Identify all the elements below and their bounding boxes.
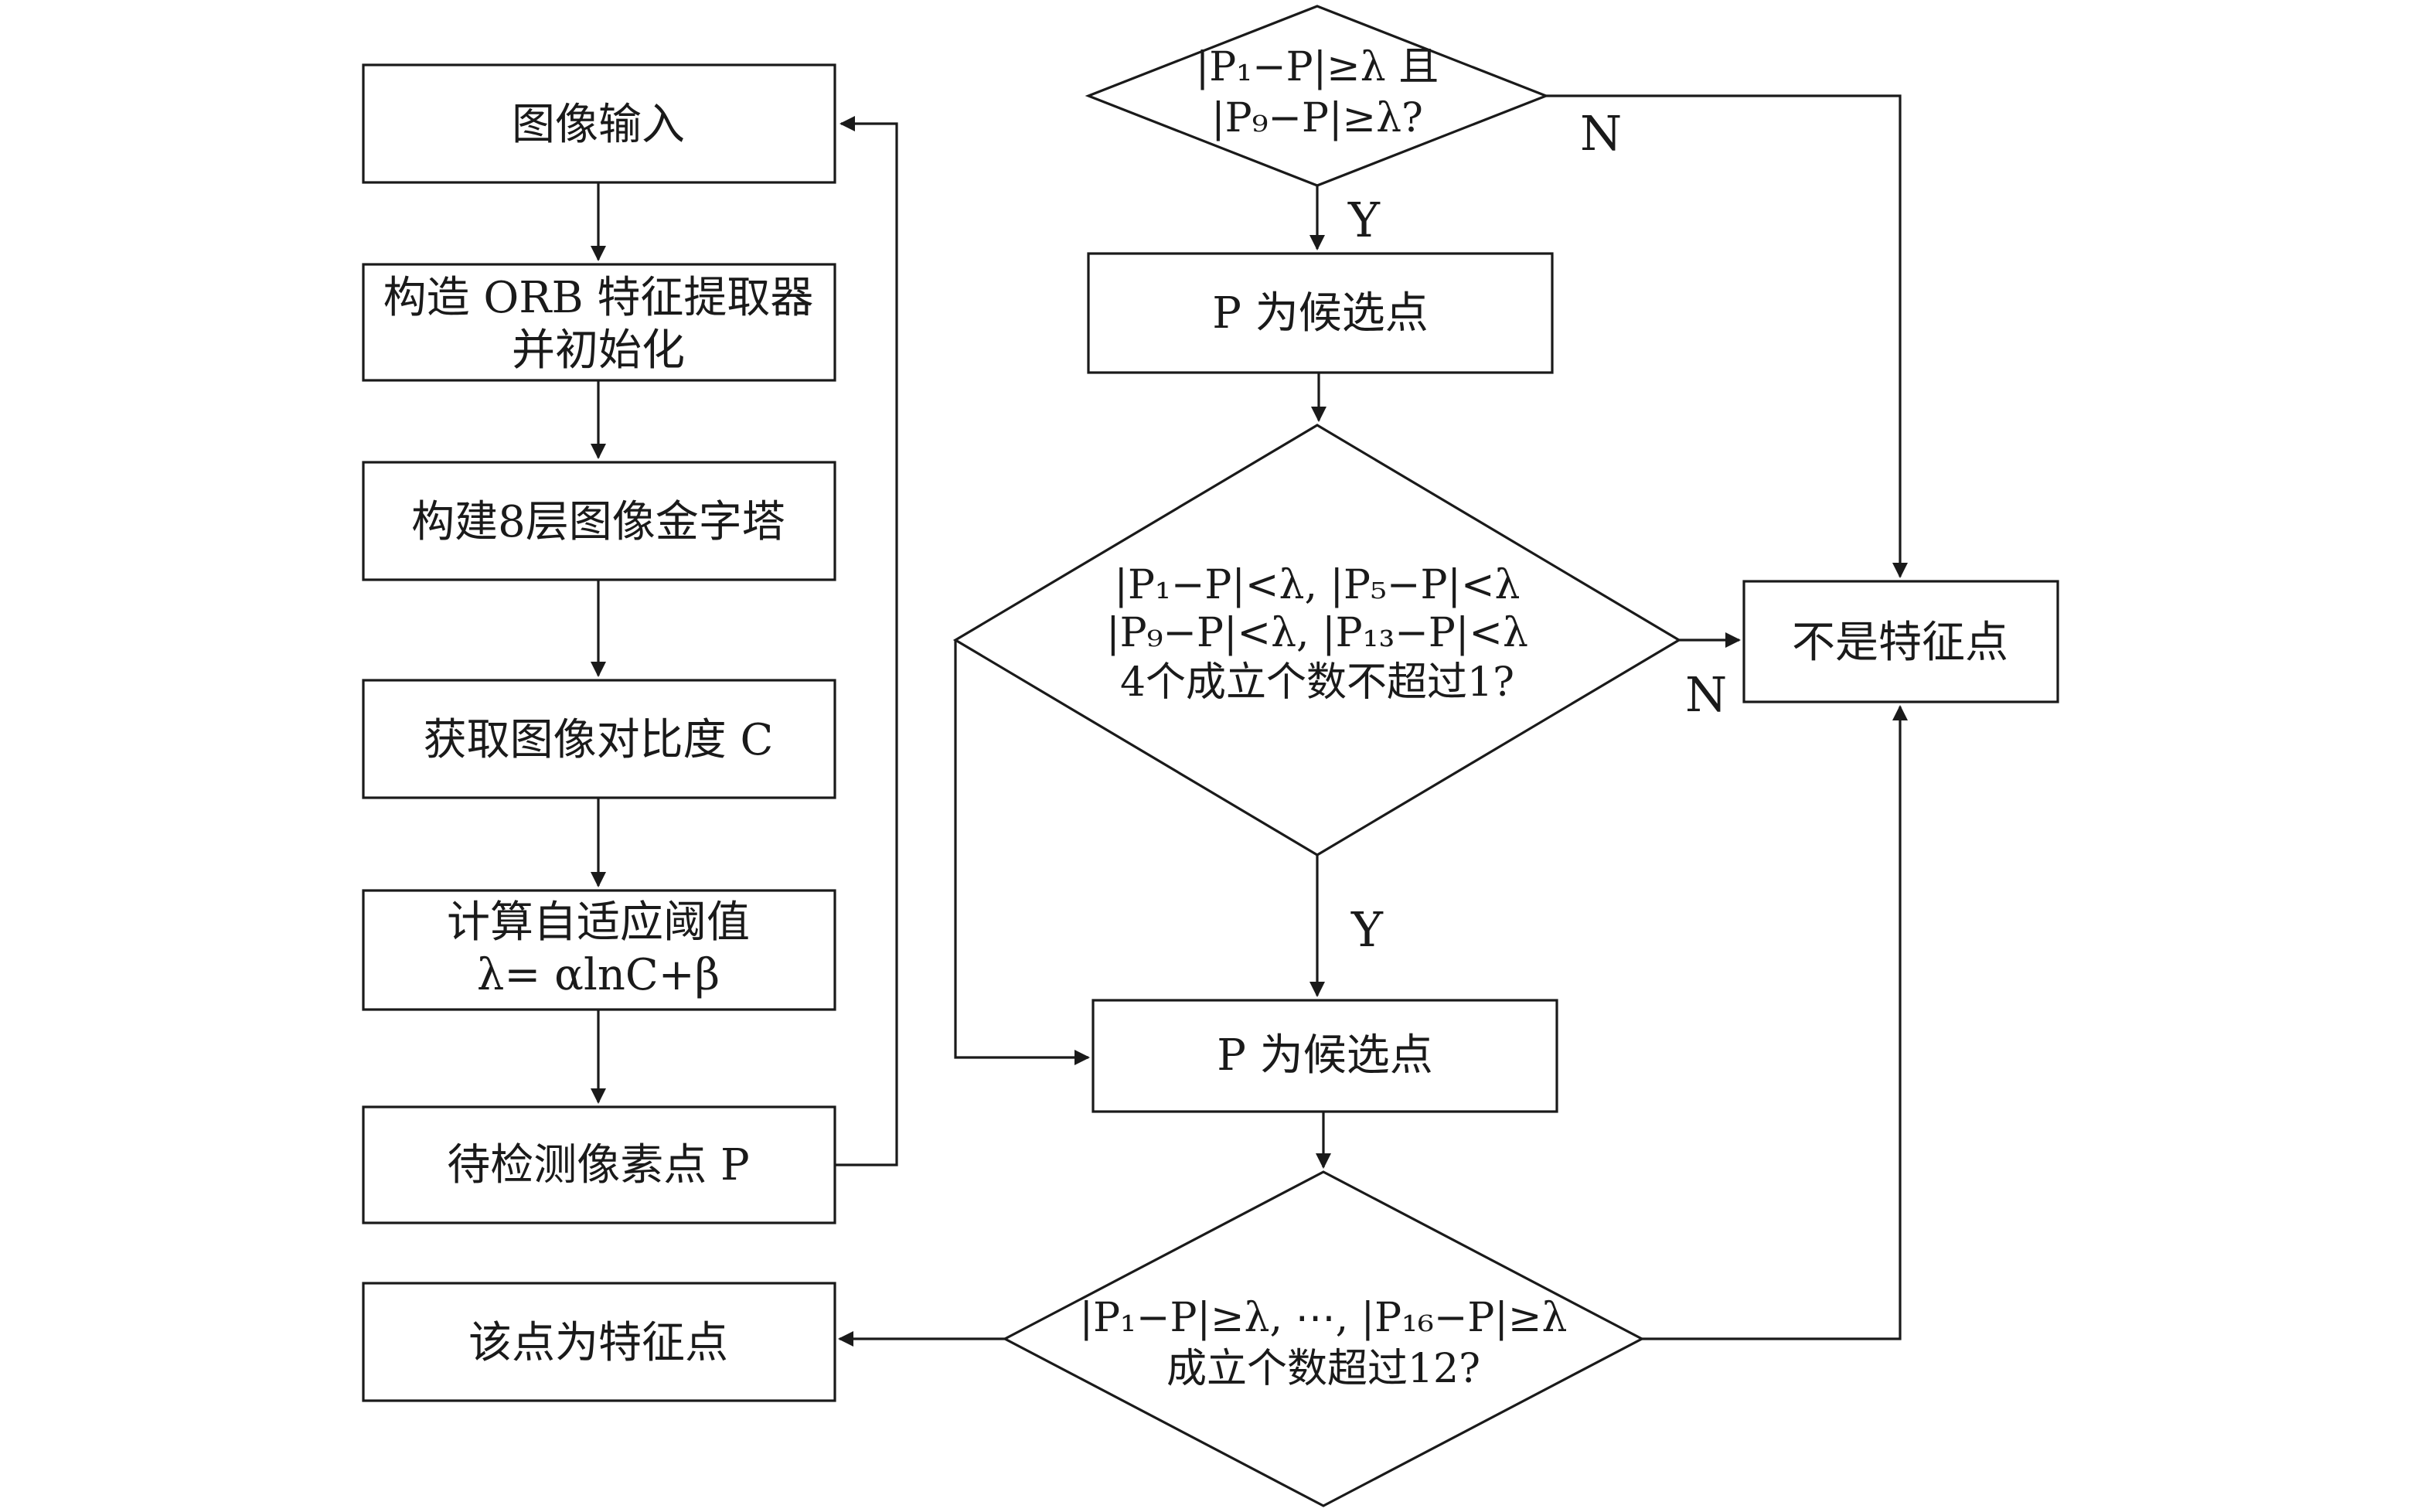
branch-label-d2-no: N <box>1685 666 1727 723</box>
diamond-initial-test <box>1085 5 1550 187</box>
label-diamond-four-line2: |P₉−P|<λ, |P₁₃−P|<λ <box>1106 610 1528 656</box>
branch-label-d2-yes: Y <box>1350 901 1384 958</box>
edge-d2-left-to-candidate2 <box>954 640 1090 1065</box>
label-diamond-sixteen-line2: 成立个数超过12? <box>1166 1346 1480 1392</box>
label-candidate-2: P 为候选点 <box>1217 1030 1432 1081</box>
label-diamond-initial-line2: |P₉−P|≥λ? <box>1211 95 1423 141</box>
branch-label-d1-no: N <box>1580 105 1622 162</box>
label-is-feature-point: 该点为特征点 <box>468 1318 728 1368</box>
label-adaptive-threshold-line1: 计算自适应阈值 <box>447 897 750 948</box>
box-adaptive-threshold <box>362 889 836 1011</box>
box-contrast <box>362 679 836 799</box>
diamond-four-point-test <box>952 424 1682 856</box>
box-not-feature-point <box>1742 580 2059 703</box>
branch-label-d1-yes: Y <box>1347 192 1381 248</box>
label-diamond-sixteen-line1: |P₁−P|≥λ, ⋯, |P₁₆−P|≥λ <box>1080 1295 1568 1341</box>
box-is-feature-point <box>362 1282 836 1402</box>
label-image-input: 图像输入 <box>512 100 685 150</box>
box-orb-extractor <box>362 263 836 382</box>
label-orb-extractor-line2: 并初始化 <box>512 325 685 376</box>
box-image-input <box>362 63 836 184</box>
diamond-sixteen-point-test <box>1002 1170 1645 1507</box>
edge-pixel-loop-to-imageinput <box>835 116 898 1166</box>
box-pyramid <box>362 461 836 581</box>
box-candidate-2 <box>1091 999 1558 1113</box>
label-adaptive-threshold-line2: λ= αlnC+β <box>477 950 720 1000</box>
edge-d3-no-to-notfeature <box>1642 705 1908 1340</box>
edge-d1-no-to-notfeature <box>1546 94 1908 578</box>
label-diamond-initial-line1: |P₁−P|≥λ 且 <box>1196 44 1439 90</box>
label-not-feature-point: 不是特征点 <box>1792 618 2008 668</box>
box-pixel-to-detect <box>362 1105 836 1224</box>
label-orb-extractor-line1: 构造 ORB 特征提取器 <box>383 273 814 323</box>
box-candidate-1 <box>1087 252 1554 374</box>
label-candidate-1: P 为候选点 <box>1212 288 1428 339</box>
label-diamond-four-line1: |P₁−P|<λ, |P₅−P|<λ <box>1115 562 1521 608</box>
label-pixel-to-detect: 待检测像素点 P <box>447 1140 749 1190</box>
label-diamond-four-line3: 4个成立个数不超过1? <box>1120 659 1514 706</box>
label-contrast: 获取图像对比度 C <box>424 715 774 765</box>
label-pyramid: 构建8层图像金字塔 <box>411 497 785 547</box>
